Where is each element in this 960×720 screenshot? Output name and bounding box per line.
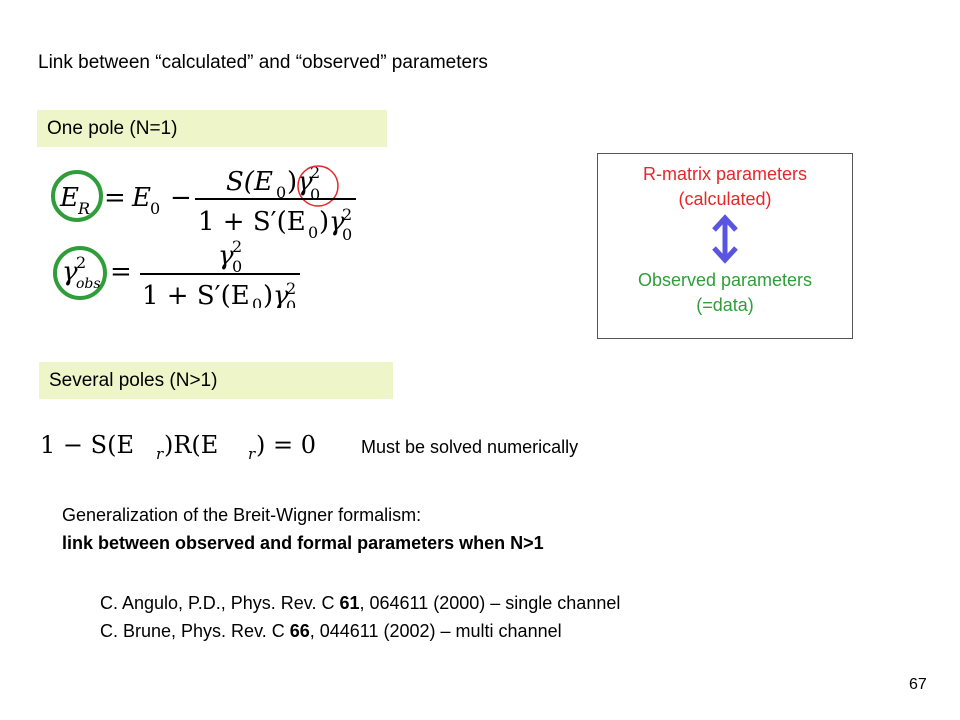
reference-item: C. Brune, Phys. Rev. C 66, 044611 (2002)… bbox=[100, 617, 620, 645]
eq2-den-gamma: γ bbox=[273, 281, 289, 308]
eq1-e0-sub: 0 bbox=[150, 199, 160, 218]
eq1-num: S(E bbox=[226, 167, 273, 197]
eq2-den-sq: 2 bbox=[286, 279, 296, 298]
eq2-lhs-sup: 2 bbox=[76, 253, 86, 272]
eq2-den-sub: 0 bbox=[252, 295, 262, 308]
eq1-e0: E bbox=[131, 183, 151, 213]
box-data-label: (=data) bbox=[696, 295, 754, 315]
several-poles-band: Several poles (N>1) bbox=[39, 362, 393, 399]
generalization-line2: link between observed and formal paramet… bbox=[62, 533, 544, 553]
box-calculated-label: (calculated) bbox=[678, 189, 772, 209]
eq3-sub2: r bbox=[248, 445, 256, 463]
eq3-part1: 1 − S(E bbox=[40, 431, 134, 459]
ref2-volume: 66 bbox=[289, 621, 310, 641]
eq3-part2: )R(E bbox=[164, 431, 218, 459]
eq1-minus: − bbox=[170, 183, 192, 213]
one-pole-label: One pole (N=1) bbox=[47, 117, 178, 139]
eq2-den: 1 + S′(E bbox=[142, 281, 250, 308]
ref2-rest: , 044611 (2002) – multi channel bbox=[309, 621, 562, 641]
eq2-den-gsub: 0 bbox=[286, 297, 296, 308]
er-highlight-circle bbox=[51, 170, 103, 222]
eq1-den-gsub: 0 bbox=[342, 225, 352, 244]
eq2-lhs-sub: obs bbox=[76, 276, 101, 292]
eq1-den-sub: 0 bbox=[308, 223, 318, 242]
eq1-den-sq: 2 bbox=[342, 205, 352, 224]
box-rmatrix-label: R-matrix parameters bbox=[642, 164, 808, 184]
eq1-den-close: ) bbox=[319, 207, 329, 237]
gamma-obs-highlight-circle bbox=[53, 246, 107, 300]
eq1-num-sq: 2 bbox=[310, 163, 320, 182]
ref1-rest: , 064611 (2000) – single channel bbox=[359, 593, 621, 613]
parameters-box: R-matrix parameters (calculated) Observe… bbox=[597, 153, 853, 339]
eq1-num-close: ) bbox=[287, 167, 297, 197]
double-arrow-icon bbox=[712, 214, 738, 264]
ref1-volume: 61 bbox=[339, 593, 360, 613]
eq2-equals: = bbox=[110, 257, 132, 287]
eq2-num-sub: 0 bbox=[232, 257, 242, 276]
eq1-num-gsub: 0 bbox=[310, 185, 320, 204]
slide-title: Link between “calculated” and “observed”… bbox=[38, 52, 488, 73]
several-poles-label: Several poles (N>1) bbox=[49, 369, 218, 391]
eq1-num-sub: 0 bbox=[276, 183, 286, 202]
eq3-part3: ) = 0 bbox=[256, 431, 316, 459]
eq2-num: γ bbox=[218, 241, 234, 271]
one-pole-band: One pole (N=1) bbox=[37, 110, 387, 147]
box-observed-label: Observed parameters bbox=[637, 270, 813, 290]
several-poles-equation: 1 − S(E r )R(E r ) = 0 bbox=[40, 431, 316, 463]
page-number: 67 bbox=[909, 676, 927, 693]
reference-item: C. Angulo, P.D., Phys. Rev. C 61, 064611… bbox=[100, 589, 620, 617]
ref2-text: C. Brune, Phys. Rev. C bbox=[100, 621, 290, 641]
eq1-lhs-sub: R bbox=[77, 199, 90, 218]
generalization-block: Generalization of the Breit-Wigner forma… bbox=[62, 501, 544, 557]
generalization-line1: Generalization of the Breit-Wigner forma… bbox=[62, 505, 422, 525]
eq1-equals: = bbox=[104, 183, 126, 213]
eq2-lhs: γ bbox=[62, 257, 78, 287]
eq1-den-gamma: γ bbox=[329, 207, 345, 237]
one-pole-equations: E R = E 0 − S(E 0 ) γ 2 0 1 + S′(E 0 ) γ… bbox=[51, 163, 356, 308]
eq1-lhs: E bbox=[59, 183, 79, 213]
eq1-den: 1 + S′(E bbox=[198, 207, 306, 237]
eq2-num-sup: 2 bbox=[232, 237, 242, 256]
references: C. Angulo, P.D., Phys. Rev. C 61, 064611… bbox=[100, 589, 620, 645]
eq2-den-close: ) bbox=[263, 281, 273, 308]
ref1-text: C. Angulo, P.D., Phys. Rev. C bbox=[100, 593, 340, 613]
solve-note: Must be solved numerically bbox=[361, 437, 579, 457]
eq3-sub1: r bbox=[156, 445, 164, 463]
gamma-highlight-circle bbox=[297, 165, 339, 207]
